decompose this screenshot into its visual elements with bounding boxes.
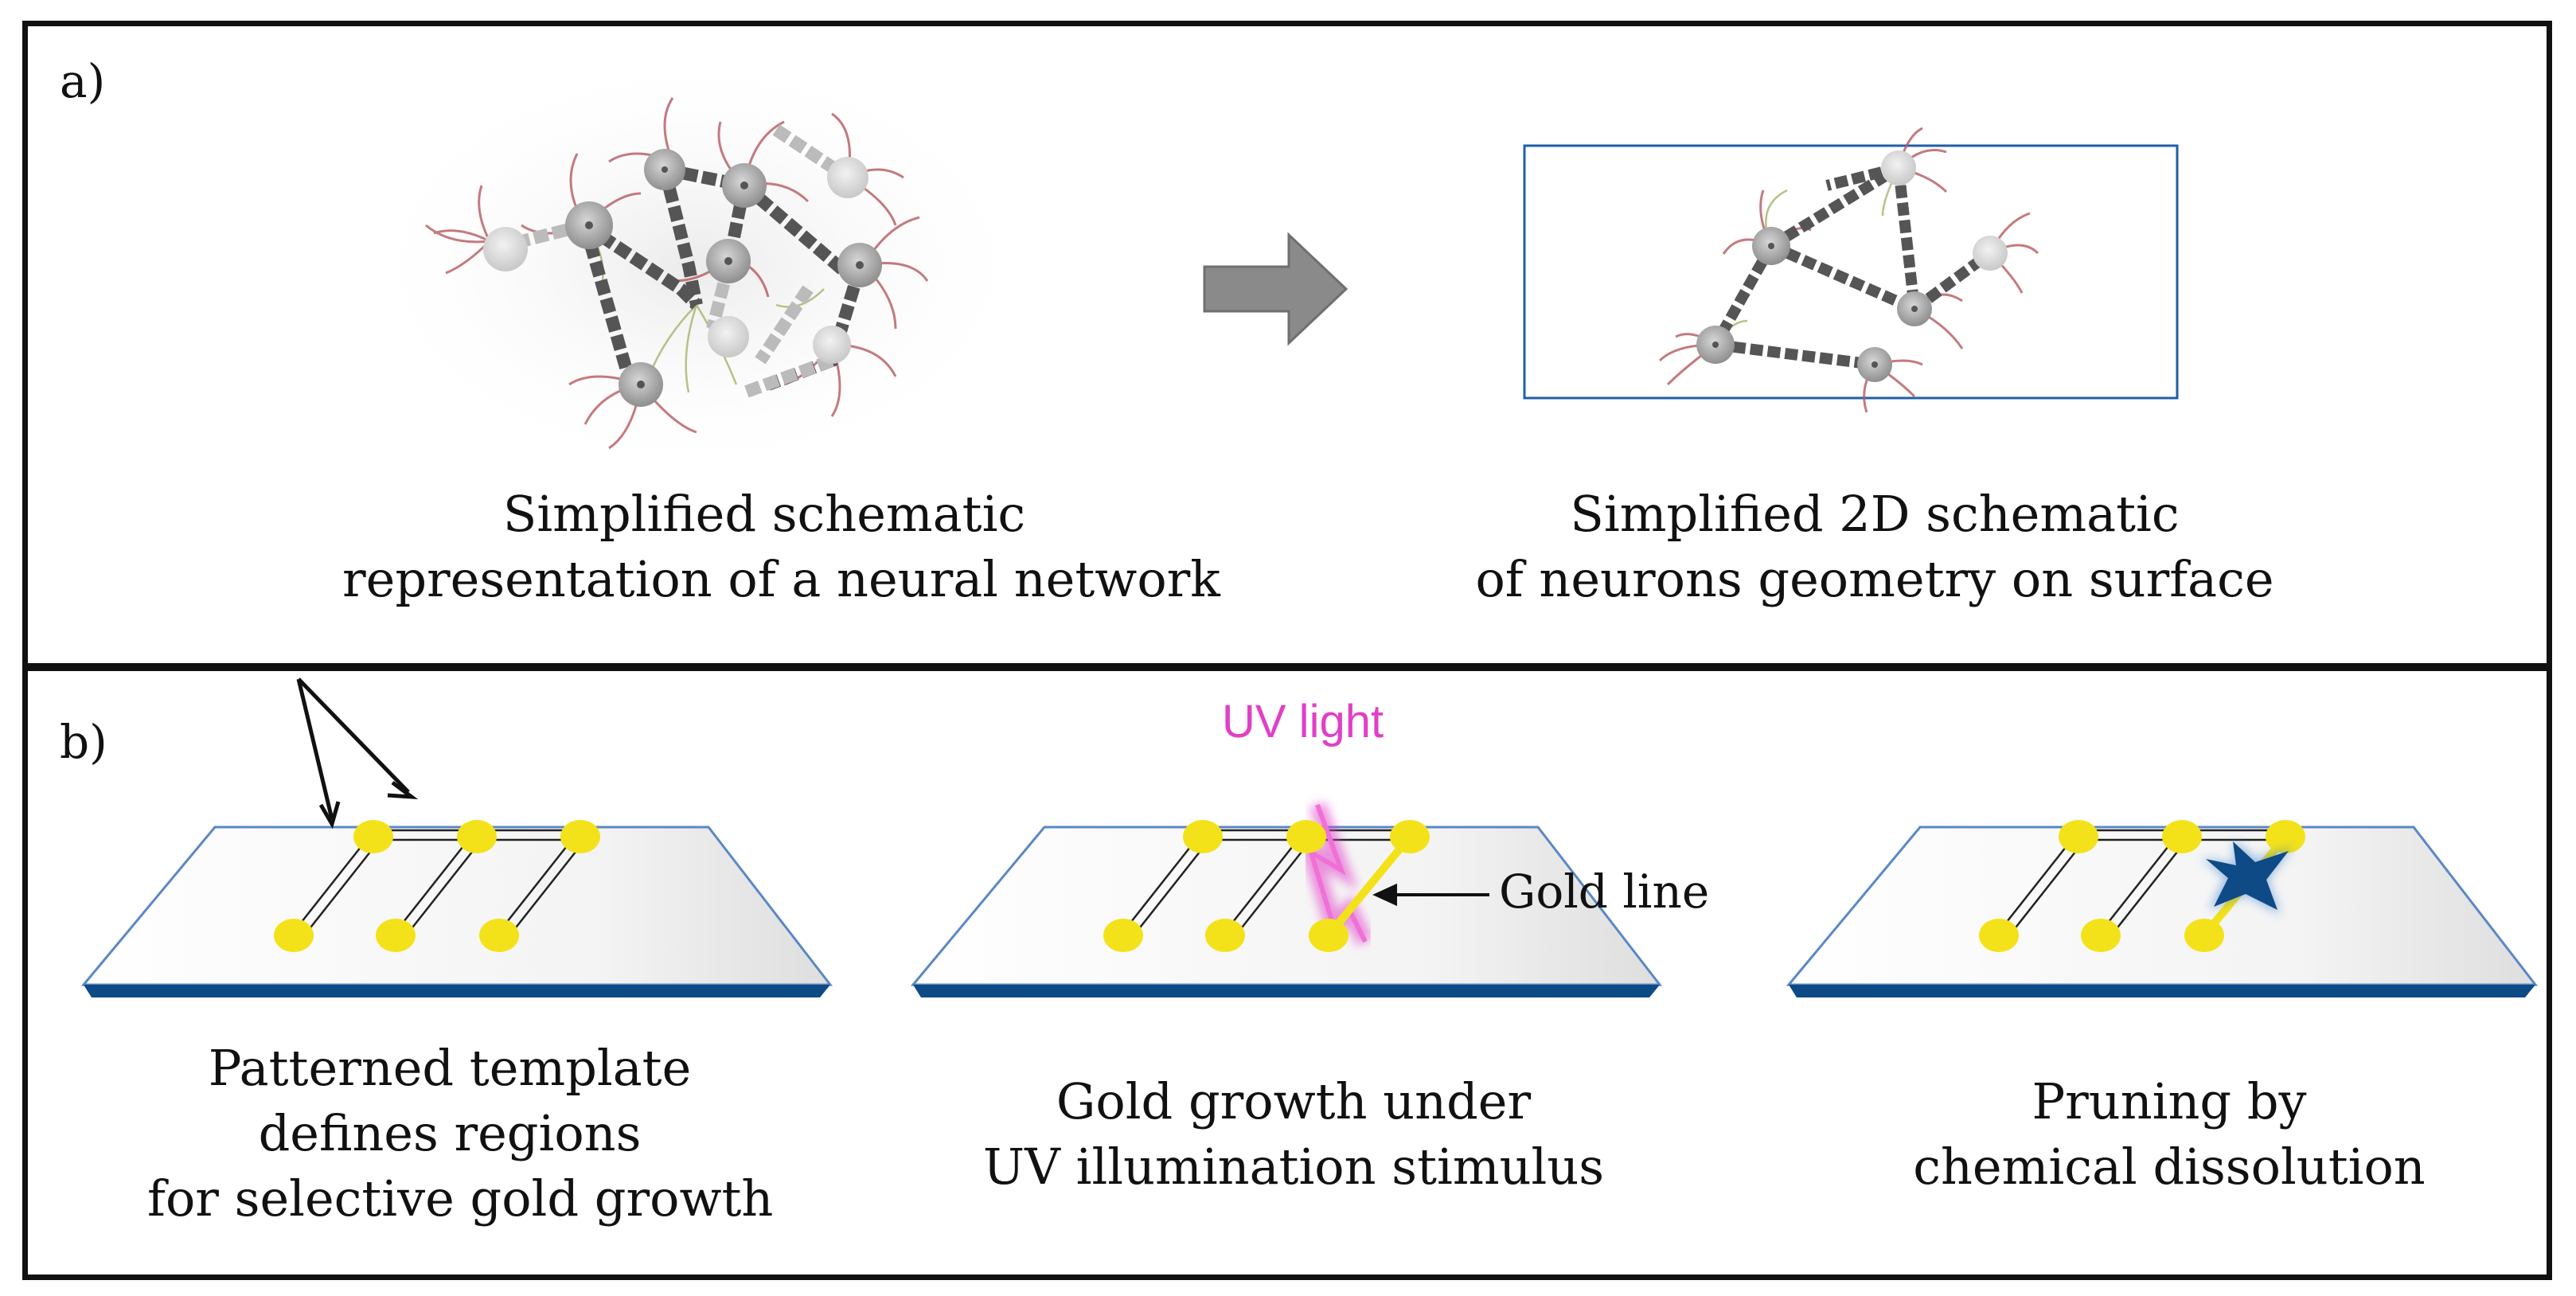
surface-caption: Simplified 2D schematic of neurons geome…: [1453, 482, 2297, 612]
gold-pads-3: [1979, 820, 2305, 952]
panel-a: a): [22, 21, 2552, 669]
step1-caption: Patterned template defines regions for s…: [147, 1036, 774, 1232]
surface-frame: [1523, 144, 2179, 400]
transform-arrow-icon: [1203, 232, 1348, 346]
neural-network-illustration: [354, 50, 2179, 480]
gold-line-arrow-icon: [1372, 883, 1489, 907]
network-halo: [354, 50, 1039, 480]
surface-somas: [1696, 150, 2008, 382]
network-caption-line2: representation of a neural network: [342, 550, 1220, 608]
step2-caption: Gold growth under UV illumination stimul…: [975, 1069, 1612, 1200]
step3-caption-line1: Pruning by: [2032, 1072, 2307, 1130]
step3-caption: Pruning by chemical dissolution: [1867, 1069, 2472, 1200]
uv-light-label: UV light: [1222, 696, 1384, 748]
uv-beam: [1296, 802, 1373, 946]
step2-caption-line1: Gold growth under: [1056, 1072, 1532, 1130]
network-caption: Simplified schematic representation of a…: [342, 482, 1220, 612]
gold-line-label: Gold line: [1499, 865, 1710, 919]
panel-a-label: a): [60, 54, 106, 108]
gold-pads-2: [1103, 820, 1430, 952]
substrate-3: [1786, 826, 2539, 997]
step1-caption-line3: for selective gold growth: [147, 1169, 774, 1228]
network-somas: [483, 149, 882, 407]
grown-gold-line: [1325, 833, 1413, 939]
step1-caption-line2: defines regions: [258, 1104, 642, 1162]
panel-b: b): [22, 666, 2552, 1280]
surface-caption-line1: Simplified 2D schematic: [1570, 485, 2180, 543]
dissolution-star-icon: [2201, 840, 2293, 915]
gold-pads-1: [274, 820, 600, 952]
network-caption-line1: Simplified schematic: [502, 485, 1026, 543]
step3-caption-line2: chemical dissolution: [1913, 1138, 2426, 1196]
gold-growth-illustration: [80, 677, 2539, 997]
panel-b-label: b): [60, 715, 107, 769]
template-pointer-arrows: [296, 677, 419, 830]
step2-caption-line2: UV illumination stimulus: [982, 1138, 1605, 1196]
substrate-2: [910, 826, 1663, 997]
substrate-1: [80, 826, 833, 997]
step1-caption-line1: Patterned template: [208, 1039, 692, 1097]
surface-caption-line2: of neurons geometry on surface: [1475, 550, 2274, 608]
